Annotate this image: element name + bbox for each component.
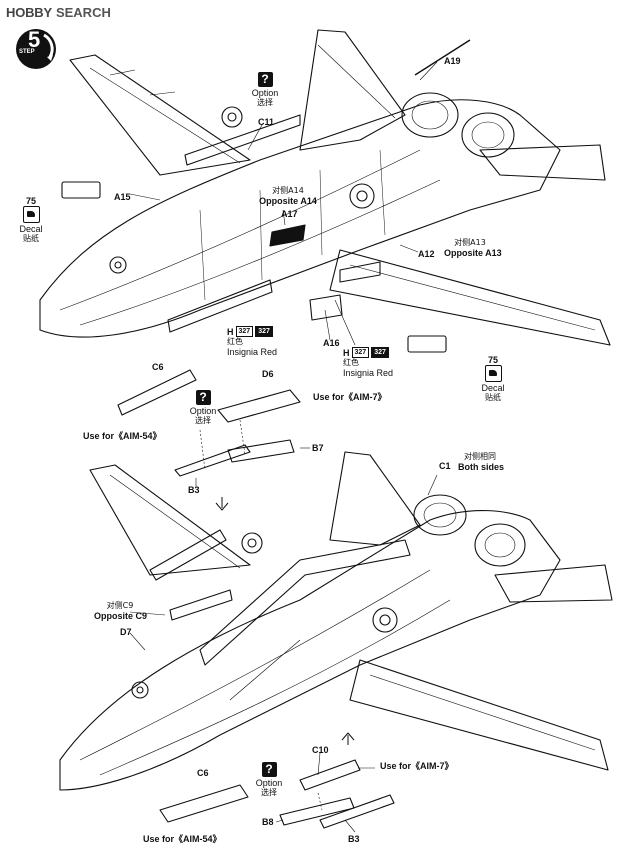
top-vertical-tail xyxy=(299,29,406,151)
part-label-a16: A16 xyxy=(323,338,340,348)
part-label-c10: C10 xyxy=(312,745,329,755)
top-left-wing xyxy=(69,54,251,176)
decal-number: 75 xyxy=(25,196,36,206)
bottom-missile-b3 xyxy=(319,794,395,829)
question-icon: ? xyxy=(257,72,273,87)
use-aim7-note: Use for《AIM-7》 xyxy=(313,392,387,402)
brand-logo: HOBBY xyxy=(6,4,52,20)
decal-label: Decal xyxy=(19,224,43,234)
part-label-b3-bottom: B3 xyxy=(348,834,360,844)
part-label-a17: A17 xyxy=(281,209,298,219)
paint-name-cn: 红色 xyxy=(343,358,359,367)
option-label: Option xyxy=(189,406,217,416)
part-label-a12: A12 xyxy=(418,249,435,259)
opposite-a14-en: Opposite A14 xyxy=(259,196,317,206)
part-label-b7: B7 xyxy=(312,443,324,453)
paint-letter: H xyxy=(227,326,234,337)
paint-name: Insignia Red xyxy=(343,368,394,378)
step-number: 5 xyxy=(28,27,41,52)
paint-code-box-dark: 327 xyxy=(255,326,273,337)
bottom-pylon-c10 xyxy=(299,759,361,791)
both-sides-note: 对侧相同 Both sides xyxy=(458,452,505,472)
decal-note-right: 75 Decal 贴纸 xyxy=(478,355,508,403)
top-fuselage xyxy=(39,99,561,338)
option-label-cn: 选择 xyxy=(257,98,273,107)
paint-code-box: 327 xyxy=(235,326,254,337)
watermark: HOBBY SEARCH xyxy=(6,3,111,21)
top-right-wing xyxy=(329,249,611,346)
opposite-a13-cn: 对侧A13 xyxy=(454,238,486,247)
part-label-c6: C6 xyxy=(152,362,164,372)
option-label-cn: 选择 xyxy=(195,416,211,425)
bottom-left-wing xyxy=(89,464,251,576)
opposite-a14-cn: 对侧A14 xyxy=(272,186,304,195)
paint-callout-1: H 327 327 红色 Insignia Red xyxy=(227,326,277,357)
paint-callout-2: H 327 327 红色 Insignia Red xyxy=(343,347,393,378)
option-note-mid: ? Option 选择 xyxy=(188,390,218,426)
missile-b3 xyxy=(174,444,251,477)
decal-icon xyxy=(484,365,502,382)
paint-code-row: H 327 327 xyxy=(227,326,273,337)
opposite-a13-en: Opposite A13 xyxy=(444,248,502,258)
part-label-b8: B8 xyxy=(262,817,274,827)
bottom-vertical-tail xyxy=(329,451,421,546)
rail-b7 xyxy=(227,439,295,463)
part-label-a19: A19 xyxy=(444,56,461,66)
part-label-a15: A15 xyxy=(114,192,131,202)
paint-code-box: 327 xyxy=(351,347,370,358)
paint-name-cn: 红色 xyxy=(227,337,243,346)
decal-note-left: 75 Decal 贴纸 xyxy=(16,196,46,244)
pylon-c6 xyxy=(117,369,197,416)
paint-letter: H xyxy=(343,347,350,358)
decal-label: Decal xyxy=(481,383,505,393)
step-label: STEP xyxy=(19,49,35,55)
option-label: Option xyxy=(255,778,283,788)
bottom-right-stabilizer xyxy=(494,564,613,603)
opposite-c9-cn: 对侧C9 xyxy=(106,601,134,610)
paint-code-box-dark: 327 xyxy=(371,347,389,358)
part-label-c1: C1 xyxy=(439,461,451,471)
part-label-b3: B3 xyxy=(188,485,200,495)
bottom-pylon-c6 xyxy=(159,784,249,823)
step-badge xyxy=(16,29,56,69)
decal-icon xyxy=(22,206,40,223)
opposite-c9-note: 对侧C9 Opposite C9 xyxy=(94,601,148,621)
part-label-d7: D7 xyxy=(120,627,132,637)
opposite-c9-en: Opposite C9 xyxy=(94,611,148,621)
decal-number: 75 xyxy=(487,355,498,365)
use-aim7-note-bottom: Use for《AIM-7》 xyxy=(380,761,454,771)
option-label: Option xyxy=(251,88,279,98)
question-icon: ? xyxy=(261,762,277,777)
both-sides-cn: 对侧相同 xyxy=(464,452,496,461)
opposite-a14-note: 对侧A14 Opposite A14 xyxy=(258,186,318,206)
paint-name: Insignia Red xyxy=(227,347,278,357)
part-label-c6-bottom: C6 xyxy=(197,768,209,778)
use-aim54-note: Use for《AIM-54》 xyxy=(83,431,162,441)
both-sides-en: Both sides xyxy=(458,462,505,472)
part-label-c11: C11 xyxy=(258,117,275,127)
option-label-cn: 选择 xyxy=(261,788,277,797)
option-note-bottom: ? Option 选择 xyxy=(254,762,284,798)
bottom-right-wing xyxy=(349,659,609,771)
decal-label-cn: 贴纸 xyxy=(485,393,501,402)
use-aim54-note-bottom: Use for《AIM-54》 xyxy=(143,834,222,844)
option-note-top: ? Option 选择 xyxy=(250,72,280,108)
question-icon: ? xyxy=(195,390,211,405)
pylon-d6 xyxy=(217,389,301,423)
paint-code-row: H 327 327 xyxy=(343,347,389,358)
top-right-stabilizer xyxy=(479,144,606,181)
decal-label-cn: 贴纸 xyxy=(23,234,39,243)
opposite-a13-note: 对侧A13 Opposite A13 xyxy=(444,238,502,258)
bottom-fuselage xyxy=(59,509,561,791)
part-label-d6: D6 xyxy=(262,369,274,379)
brand-search-text: SEARCH xyxy=(55,4,111,20)
